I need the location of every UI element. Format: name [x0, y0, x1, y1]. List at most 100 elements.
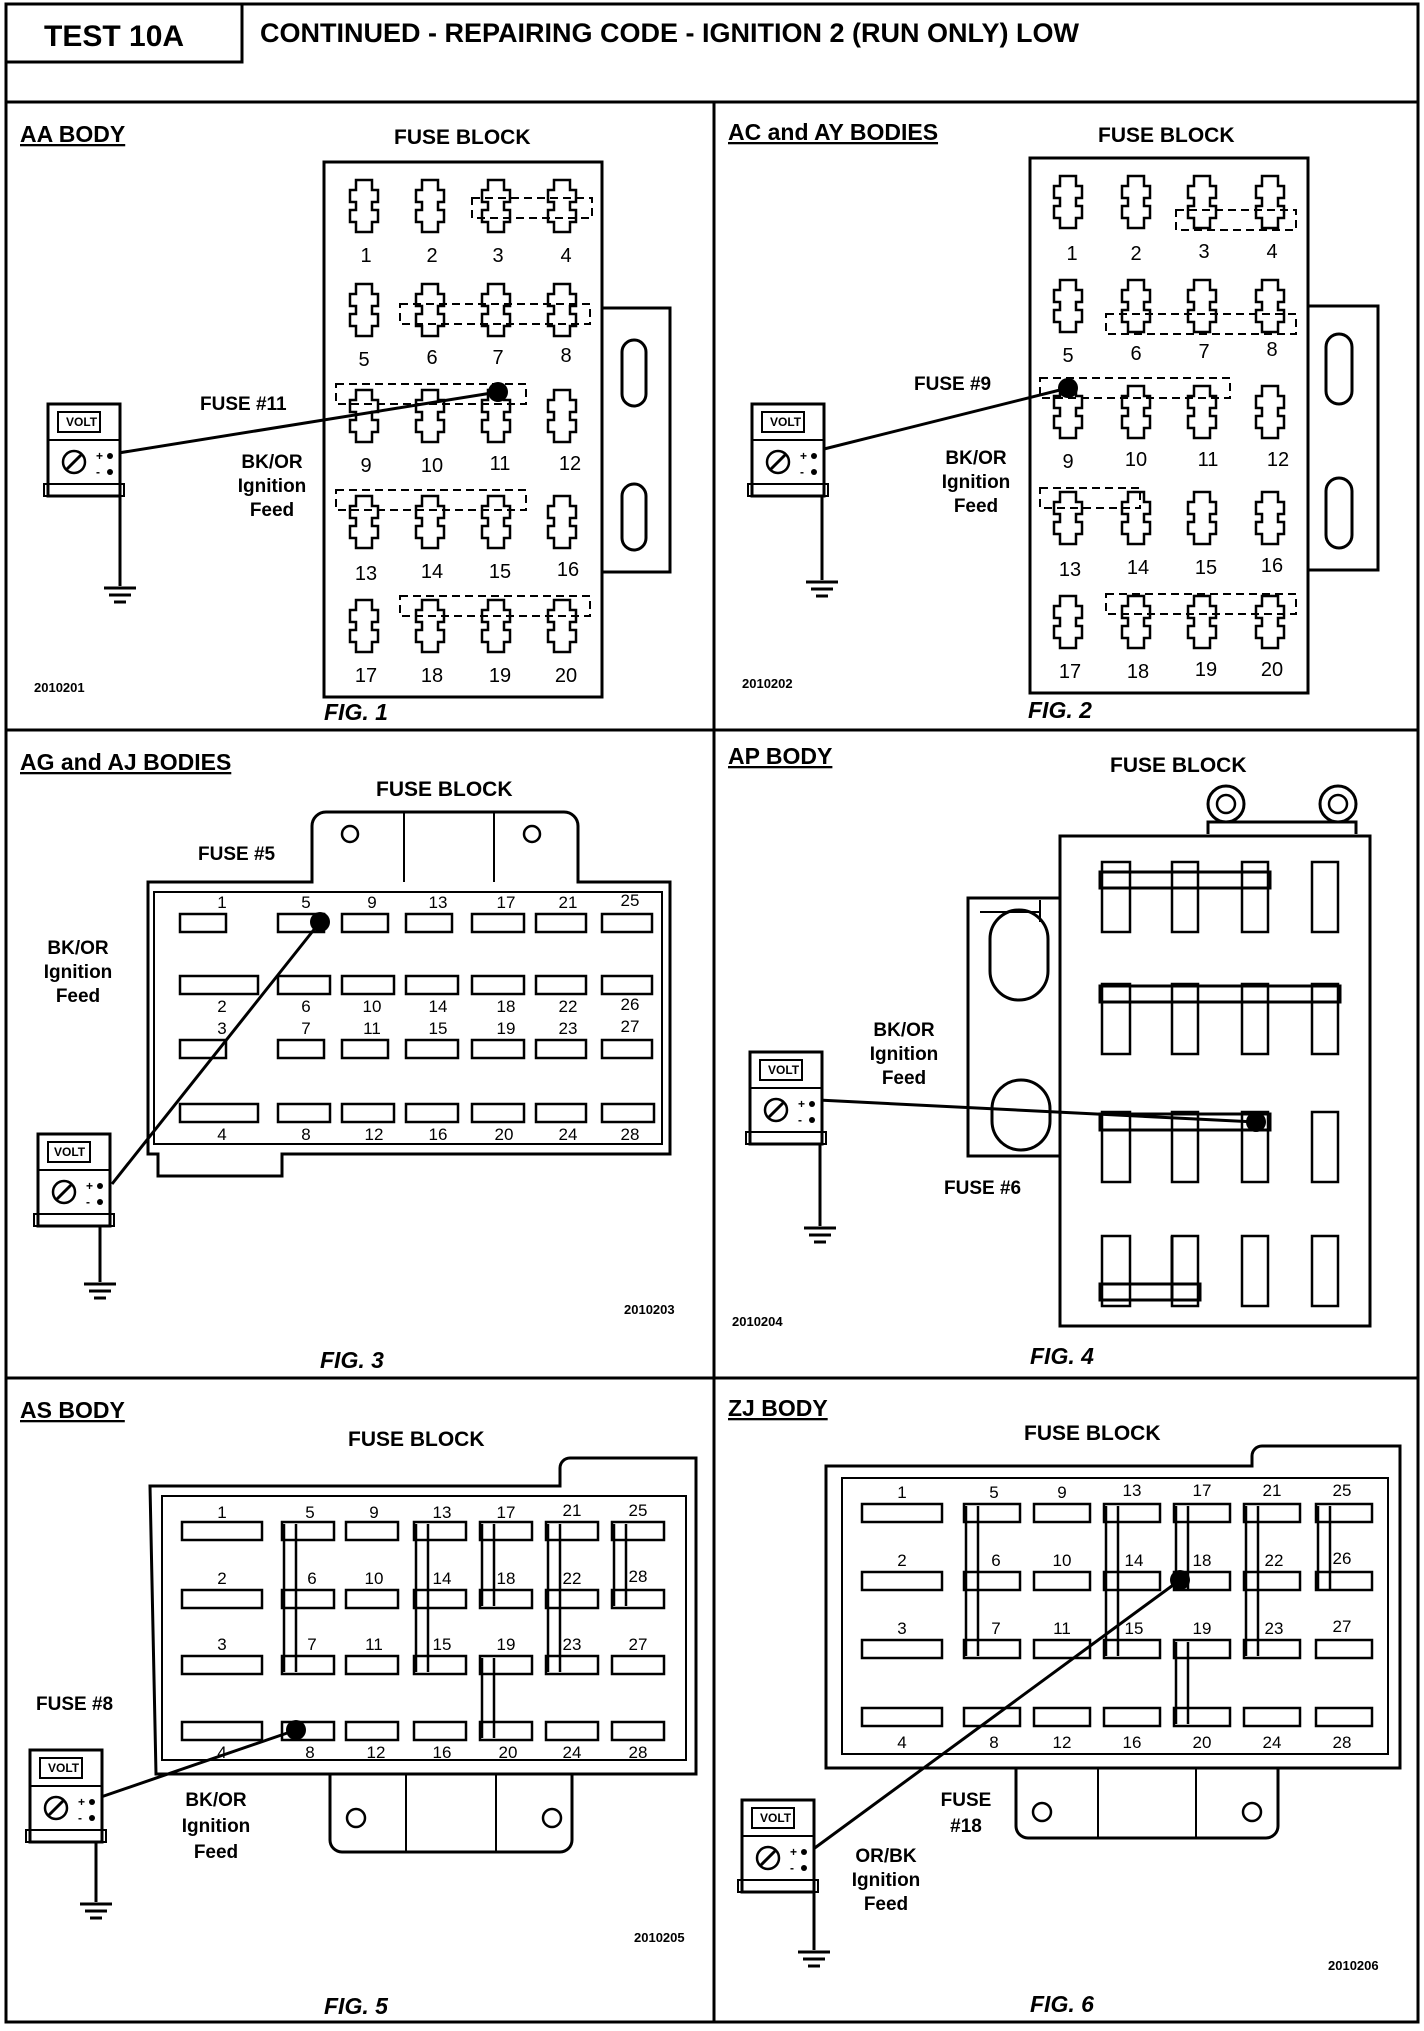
meter-label: VOLT: [768, 1063, 800, 1077]
svg-text:13: 13: [355, 563, 377, 585]
stud-terminal: [1318, 784, 1358, 824]
svg-text:18: 18: [1193, 1551, 1212, 1570]
bus-bars: [282, 1524, 628, 1738]
meter-label: VOLT: [760, 1811, 792, 1825]
svg-text:5: 5: [301, 893, 310, 912]
svg-text:22: 22: [559, 997, 578, 1016]
feed-label-line1: BK/OR: [945, 448, 1007, 469]
svg-text:15: 15: [1125, 1619, 1144, 1638]
svg-text:16: 16: [1261, 555, 1283, 577]
svg-text:11: 11: [1053, 1619, 1071, 1638]
svg-text:28: 28: [621, 1125, 640, 1144]
svg-text:4: 4: [217, 1743, 226, 1762]
svg-text:10: 10: [365, 1569, 384, 1588]
fuse-block-outline: [824, 1444, 1402, 1770]
svg-text:8: 8: [989, 1733, 998, 1752]
svg-text:12: 12: [1267, 449, 1289, 471]
feed-label-line3: Feed: [56, 986, 100, 1007]
svg-text:28: 28: [629, 1567, 648, 1586]
ground-symbol: [102, 586, 138, 604]
fuse-block-label: FUSE BLOCK: [1110, 754, 1247, 777]
fuse-row-4: [178, 1102, 656, 1124]
svg-text:12: 12: [365, 1125, 384, 1144]
svg-text:2: 2: [217, 997, 226, 1016]
figure-caption: FIG. 1: [324, 699, 388, 725]
mount-slot: [620, 338, 648, 408]
probe-lead: [811, 1578, 1181, 1852]
svg-text:17: 17: [355, 665, 377, 687]
svg-text:15: 15: [429, 1019, 448, 1038]
test-label: TEST 10A: [44, 20, 184, 53]
feed-label-line2: Ignition: [942, 472, 1011, 493]
svg-text:6: 6: [1130, 343, 1141, 365]
svg-text:28: 28: [629, 1743, 648, 1762]
svg-text:20: 20: [555, 665, 577, 687]
mount-hole: [340, 824, 360, 844]
meter-label: VOLT: [48, 1761, 80, 1775]
feed-label-line1: BK/OR: [185, 1790, 247, 1811]
svg-text:1: 1: [217, 1503, 226, 1522]
figure-code: 2010205: [634, 1930, 685, 1945]
ground-symbol: [804, 580, 840, 598]
svg-text:14: 14: [433, 1569, 452, 1588]
fuse-block-label: FUSE BLOCK: [394, 126, 531, 149]
fuse-grid: [180, 1520, 666, 1742]
svg-text:1: 1: [1066, 243, 1077, 265]
fuse-block-outline: [146, 810, 672, 1178]
svg-text:16: 16: [429, 1125, 448, 1144]
meter-label: VOLT: [66, 415, 98, 429]
svg-text:16: 16: [433, 1743, 452, 1762]
svg-text:11: 11: [363, 1019, 381, 1038]
panel-ap-body: AP BODY FUSE BLOCK VOLT FUSE #: [728, 743, 1372, 1369]
feed-label-line1: BK/OR: [873, 1020, 935, 1041]
probe-lead: [819, 386, 1069, 452]
svg-text:27: 27: [621, 1017, 640, 1036]
jumper-bars: [1039, 209, 1297, 615]
svg-text:3: 3: [217, 1019, 226, 1038]
svg-text:6: 6: [307, 1569, 316, 1588]
svg-text:27: 27: [629, 1635, 648, 1654]
feed-label-line2: Ignition: [238, 476, 307, 497]
svg-text:7: 7: [307, 1635, 316, 1654]
fuse-callout: FUSE #6: [944, 1178, 1021, 1199]
feed-label-line1: BK/OR: [47, 938, 109, 959]
test-label-box: [4, 2, 244, 64]
svg-text:21: 21: [1263, 1481, 1282, 1500]
feed-label-line2: Ignition: [182, 1816, 251, 1837]
ground-symbol: [78, 1902, 114, 1920]
svg-text:12: 12: [367, 1743, 386, 1762]
fuse-callout-line1: FUSE: [941, 1790, 992, 1811]
svg-text:17: 17: [497, 893, 516, 912]
panel-grid: [4, 100, 1420, 2024]
mount-tab: [328, 1774, 574, 1854]
mount-slot: [990, 1078, 1052, 1152]
svg-text:13: 13: [1123, 1481, 1142, 1500]
feed-label-line3: Feed: [194, 1842, 238, 1863]
svg-text:9: 9: [1062, 451, 1073, 473]
probe-lead: [817, 1098, 1257, 1124]
panel-title: ZJ BODY: [728, 1395, 828, 1421]
svg-text:9: 9: [369, 1503, 378, 1522]
svg-text:21: 21: [563, 1501, 582, 1520]
mount-slot: [988, 908, 1050, 1002]
probe-lead: [110, 921, 322, 1185]
svg-text:4: 4: [217, 1125, 226, 1144]
fuse-block-label: FUSE BLOCK: [376, 778, 513, 801]
svg-text:16: 16: [557, 559, 579, 581]
svg-text:9: 9: [360, 455, 371, 477]
feed-label-line3: Feed: [882, 1068, 926, 1089]
fuse-grid: [1100, 860, 1340, 1308]
svg-text:6: 6: [426, 347, 437, 369]
stud-terminal: [1206, 784, 1246, 824]
svg-text:8: 8: [1266, 339, 1277, 361]
svg-text:18: 18: [497, 1569, 516, 1588]
figure-code: 2010204: [732, 1314, 783, 1329]
svg-text:10: 10: [1125, 449, 1147, 471]
fuse-row-3: [178, 1038, 654, 1060]
svg-text:7: 7: [991, 1619, 1000, 1638]
